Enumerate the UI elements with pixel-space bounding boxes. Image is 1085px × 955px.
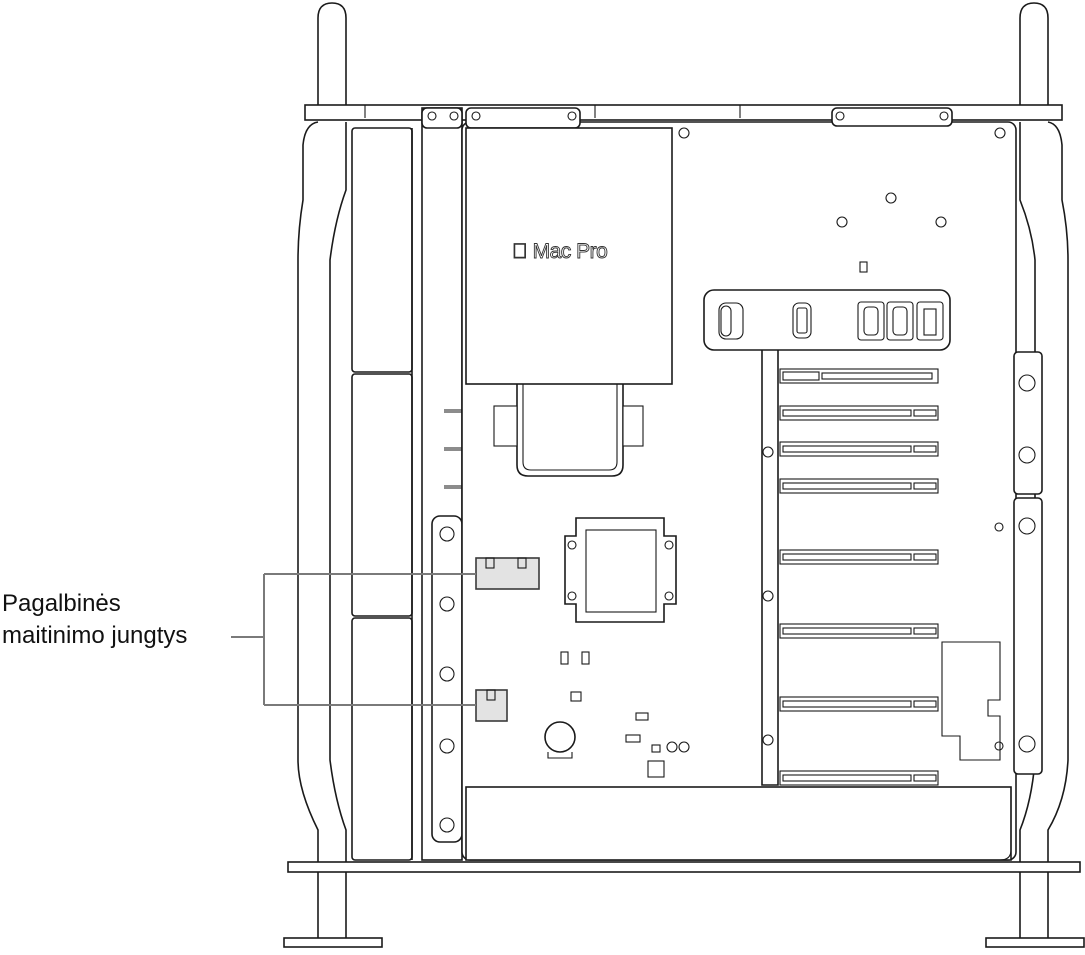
fan-bays	[351, 127, 413, 861]
left-handle	[283, 2, 383, 948]
auxiliary-power-connectors	[475, 557, 540, 722]
cpu-heatsink	[465, 127, 673, 477]
left-bracket	[421, 107, 463, 861]
mac-pro-brand:  Mac Pro	[512, 240, 609, 264]
callout-label-line-1: Pagalbinės	[2, 590, 121, 617]
brand-text: Mac Pro	[512, 240, 608, 264]
power-supply	[465, 786, 1012, 861]
pcie-slots	[761, 350, 939, 786]
callout-label-auxiliary-power: Pagalbinės maitinimo jungtys	[2, 588, 187, 652]
cpu-socket	[564, 517, 677, 623]
callout-label-line-2: maitinimo jungtys	[2, 622, 188, 649]
io-card	[703, 289, 951, 351]
callout-bracket	[231, 573, 476, 706]
right-handle	[985, 2, 1085, 948]
aux-power-connector-2	[475, 689, 508, 722]
bottom-rail	[287, 861, 1081, 873]
right-card-brackets	[941, 351, 1043, 775]
board-components	[544, 651, 690, 778]
apple-logo-icon: 	[512, 240, 529, 264]
